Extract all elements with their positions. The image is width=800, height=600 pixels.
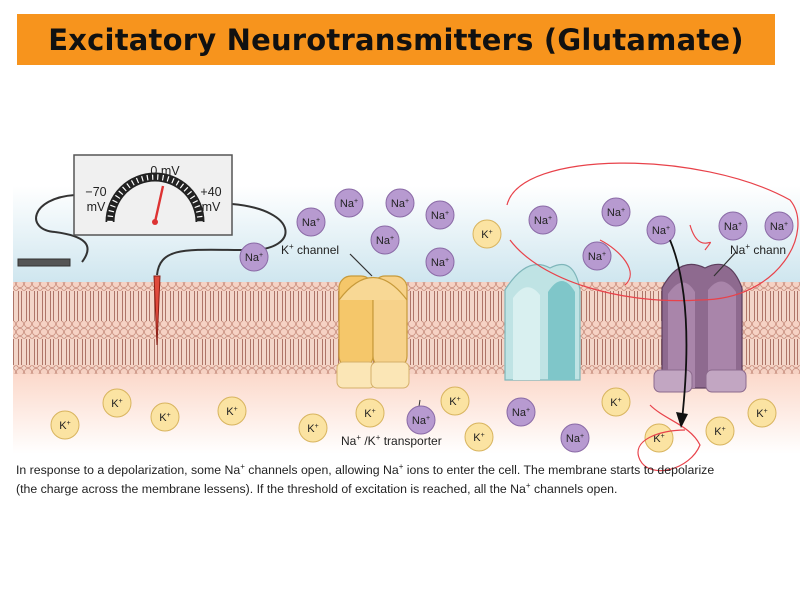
svg-text:Na+: Na+	[770, 221, 788, 233]
meter-right-unit: mV	[202, 200, 221, 214]
na-ion: Na+	[718, 211, 748, 241]
na-ion: Na+	[528, 205, 558, 235]
svg-text:K+: K+	[714, 426, 725, 438]
na-ion: Na+	[560, 423, 590, 453]
annotation-arrow-head	[676, 412, 688, 428]
svg-text:K+: K+	[756, 408, 767, 420]
na-ion: Na+	[406, 405, 436, 435]
k-ion: K+	[355, 398, 385, 428]
na-channel	[653, 263, 747, 393]
svg-text:Na+: Na+	[391, 198, 409, 210]
svg-text:Na+: Na+	[431, 210, 449, 222]
k-channel	[336, 275, 410, 389]
svg-text:K+: K+	[610, 397, 621, 409]
na-ion: Na+	[425, 247, 455, 277]
svg-text:K+: K+	[364, 408, 375, 420]
svg-text:K+: K+	[226, 406, 237, 418]
svg-text:K+: K+	[473, 432, 484, 444]
k-ion: K+	[464, 422, 494, 452]
k-ion: K+	[150, 402, 180, 432]
annotation-marks	[506, 162, 799, 472]
svg-text:Na+: Na+	[652, 225, 670, 237]
svg-text:Na+: Na+	[412, 415, 430, 427]
k-ion: K+	[50, 410, 80, 440]
svg-text:Na+: Na+	[607, 207, 625, 219]
title-banner: Excitatory Neurotransmitters (Glutamate)	[17, 14, 775, 65]
na-ion: Na+	[601, 197, 631, 227]
k-ion: K+	[705, 416, 735, 446]
svg-text:K+: K+	[481, 229, 492, 241]
na-ion: Na+	[506, 397, 536, 427]
na-ion: Na+	[334, 188, 364, 218]
meter-zero-label: 0 mV	[150, 164, 180, 178]
svg-text:K+: K+	[59, 420, 70, 432]
na-ion: Na+	[764, 211, 794, 241]
na-ion: Na+	[370, 225, 400, 255]
na-ion: Na+	[296, 207, 326, 237]
na-channel-label: Na+ chann	[730, 242, 786, 257]
page-title: Excitatory Neurotransmitters (Glutamate)	[48, 22, 744, 57]
svg-text:K+: K+	[159, 412, 170, 424]
na-ion: Na+	[425, 200, 455, 230]
k-ion: K+	[644, 423, 674, 453]
svg-text:Na+: Na+	[302, 217, 320, 229]
svg-text:Na+: Na+	[724, 221, 742, 233]
svg-text:Na+: Na+	[534, 215, 552, 227]
k-ion: K+	[747, 398, 777, 428]
meter-left-value: −70	[85, 185, 106, 199]
svg-text:Na+: Na+	[588, 251, 606, 263]
na-ion: Na+	[646, 215, 676, 245]
na-ion: Na+	[385, 188, 415, 218]
svg-text:K+: K+	[111, 398, 122, 410]
voltmeter	[17, 154, 287, 346]
k-ion: K+	[217, 396, 247, 426]
svg-text:Na+: Na+	[431, 257, 449, 269]
na-k-transporter	[504, 263, 581, 381]
transporter-label: Na+ /K+ transporter	[341, 433, 442, 448]
svg-text:Na+: Na+	[245, 252, 263, 264]
na-ion: Na+	[582, 241, 612, 271]
svg-text:K+: K+	[653, 433, 664, 445]
na-channel-leader	[713, 251, 737, 277]
svg-text:Na+: Na+	[566, 433, 584, 445]
svg-text:Na+: Na+	[512, 407, 530, 419]
annotation-arrow	[669, 239, 688, 421]
k-ion: K+	[601, 387, 631, 417]
svg-text:Na+: Na+	[340, 198, 358, 210]
na-ion: Na+	[239, 242, 269, 272]
k-ion: K+	[440, 386, 470, 416]
k-ion: K+	[472, 219, 502, 249]
k-channel-label: K+ channel	[281, 242, 339, 257]
meter-left-unit: mV	[87, 200, 106, 214]
caption: In response to a depolarization, some Na…	[16, 462, 715, 497]
k-ion: K+	[298, 413, 328, 443]
svg-text:Na+: Na+	[376, 235, 394, 247]
svg-text:K+: K+	[307, 423, 318, 435]
k-channel-leader	[349, 253, 373, 277]
ions-layer: Na+ Na+ Na+ Na+ Na+ Na+ Na+ Na+ Na+ Na+ Na+ Na+ Na+ N…	[50, 188, 794, 453]
svg-text:K+: K+	[449, 396, 460, 408]
meter-right-value: +40	[200, 185, 221, 199]
k-ion: K+	[102, 388, 132, 418]
